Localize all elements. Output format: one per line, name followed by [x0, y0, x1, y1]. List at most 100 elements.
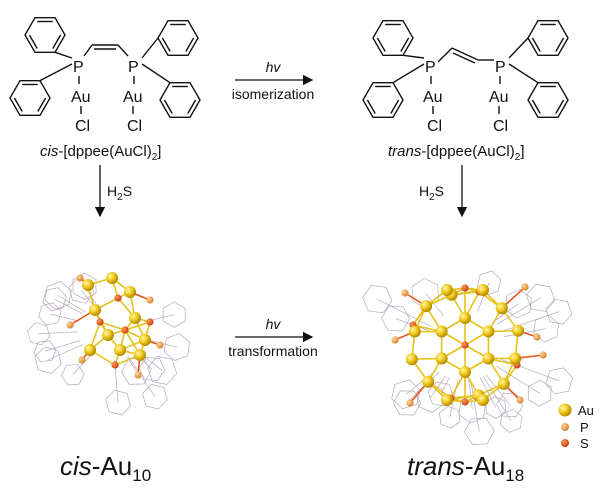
double-bond	[13, 97, 23, 112]
ligand-phenyl-ring	[147, 356, 178, 385]
au-atom	[497, 377, 510, 390]
ligand-bond	[425, 292, 444, 316]
ligand-phenyl-ring	[33, 340, 57, 363]
p-c-bond	[392, 63, 425, 84]
trans-au18-label: trans-Au18	[407, 451, 524, 485]
au-atom	[422, 375, 435, 388]
au-atom	[84, 344, 96, 356]
atom-au: Au	[423, 89, 443, 106]
p-atom	[156, 341, 164, 349]
double-bond	[161, 37, 171, 52]
au-atom	[89, 304, 101, 316]
ligand-phenyl-ring	[72, 272, 97, 300]
double-bond	[531, 37, 541, 52]
double-bond	[366, 99, 376, 114]
ligand-bond	[479, 377, 497, 408]
ligand-phenyl-ring	[504, 289, 532, 319]
p-c-bond	[141, 37, 159, 59]
ligand-bond	[377, 298, 432, 327]
p-c-bond	[141, 63, 171, 84]
ligand-bond	[44, 340, 81, 352]
au-atom	[477, 394, 489, 406]
ligand-bond	[72, 353, 93, 376]
au-atom	[512, 324, 525, 337]
s-atom	[461, 398, 469, 406]
ligand-phenyl-ring	[61, 364, 85, 386]
isomerization-label: isomerization	[232, 86, 314, 102]
au-atom	[435, 352, 448, 365]
ligand-phenyl-ring	[163, 333, 191, 361]
au-atom	[129, 312, 141, 324]
au-atom	[114, 344, 126, 356]
atom-au: Au	[489, 89, 509, 106]
phenyl-ring	[24, 16, 66, 54]
au-atom	[102, 329, 114, 341]
p-atom	[539, 351, 547, 359]
s-atom	[461, 284, 469, 292]
ligand-phenyl-ring	[439, 405, 461, 429]
p-c-bond	[508, 63, 539, 84]
vinyl-bond	[451, 47, 479, 61]
p-c-bond	[39, 63, 73, 82]
ligand-phenyl-ring	[545, 298, 573, 325]
phenyl-ring	[157, 19, 199, 57]
au-au-bond	[99, 321, 126, 331]
p-atom	[66, 321, 74, 329]
vinyl-bond	[117, 44, 129, 57]
ligand-phenyl-ring	[381, 305, 411, 332]
au-au-bond	[124, 321, 151, 331]
phenyl-ring	[527, 81, 569, 119]
double-bond	[28, 34, 38, 49]
cis-dppee-aucl2-structure	[9, 16, 201, 119]
ligand-phenyl-ring	[34, 346, 62, 374]
p-atom	[516, 396, 524, 404]
ligand-phenyl-ring	[105, 389, 131, 416]
trans-atom-labels: P P Au Au Cl Cl	[423, 59, 509, 135]
double-bond	[400, 37, 410, 52]
double-bond	[531, 99, 541, 114]
au-atom	[106, 272, 118, 284]
ligand-phenyl-ring	[526, 283, 556, 312]
double-bond	[37, 97, 47, 112]
vinyl-bond	[83, 44, 93, 57]
ligand-phenyl-ring	[162, 301, 186, 328]
legend-au-swatch	[558, 403, 572, 417]
ligand-phenyl-ring	[362, 285, 393, 314]
atom-au: Au	[123, 89, 143, 106]
ligand-phenyl-ring	[545, 367, 574, 395]
trans-dppee-aucl2-structure	[362, 19, 569, 119]
trans-complex-label: trans-[dppee(AuCl)2]	[388, 143, 524, 163]
legend: Au P S	[558, 403, 594, 451]
phenyl-ring	[159, 81, 201, 119]
s-atom	[121, 326, 129, 334]
phenyl-ring	[9, 79, 51, 117]
ligand-phenyl-ring	[27, 322, 51, 346]
atom-cl: Cl	[75, 118, 90, 135]
au-atom	[405, 353, 418, 366]
cis-au10-label: cis-Au10	[60, 451, 151, 485]
atom-cl: Cl	[127, 118, 142, 135]
ligand-bond	[54, 298, 84, 315]
atom-p: P	[495, 59, 506, 76]
p-atom	[406, 399, 414, 407]
cis-au10-cluster	[27, 272, 191, 416]
ligand-bond	[482, 376, 512, 421]
ligand-phenyl-ring	[496, 392, 524, 418]
double-bond	[185, 37, 195, 52]
legend-s-label: S	[580, 436, 589, 451]
s-atom	[146, 318, 154, 326]
au-atom	[124, 286, 136, 298]
ligand-bond	[405, 369, 437, 395]
ligand-bond	[127, 356, 156, 397]
p-c-bond	[54, 51, 73, 59]
ligand-phenyl-ring	[38, 302, 62, 326]
au-atom	[139, 334, 151, 346]
atom-p: P	[73, 59, 84, 76]
atom-au: Au	[71, 89, 91, 106]
phenyl-ring	[362, 81, 404, 119]
au-atom	[134, 349, 146, 361]
au-atom	[482, 325, 495, 338]
p-atom	[76, 274, 84, 282]
